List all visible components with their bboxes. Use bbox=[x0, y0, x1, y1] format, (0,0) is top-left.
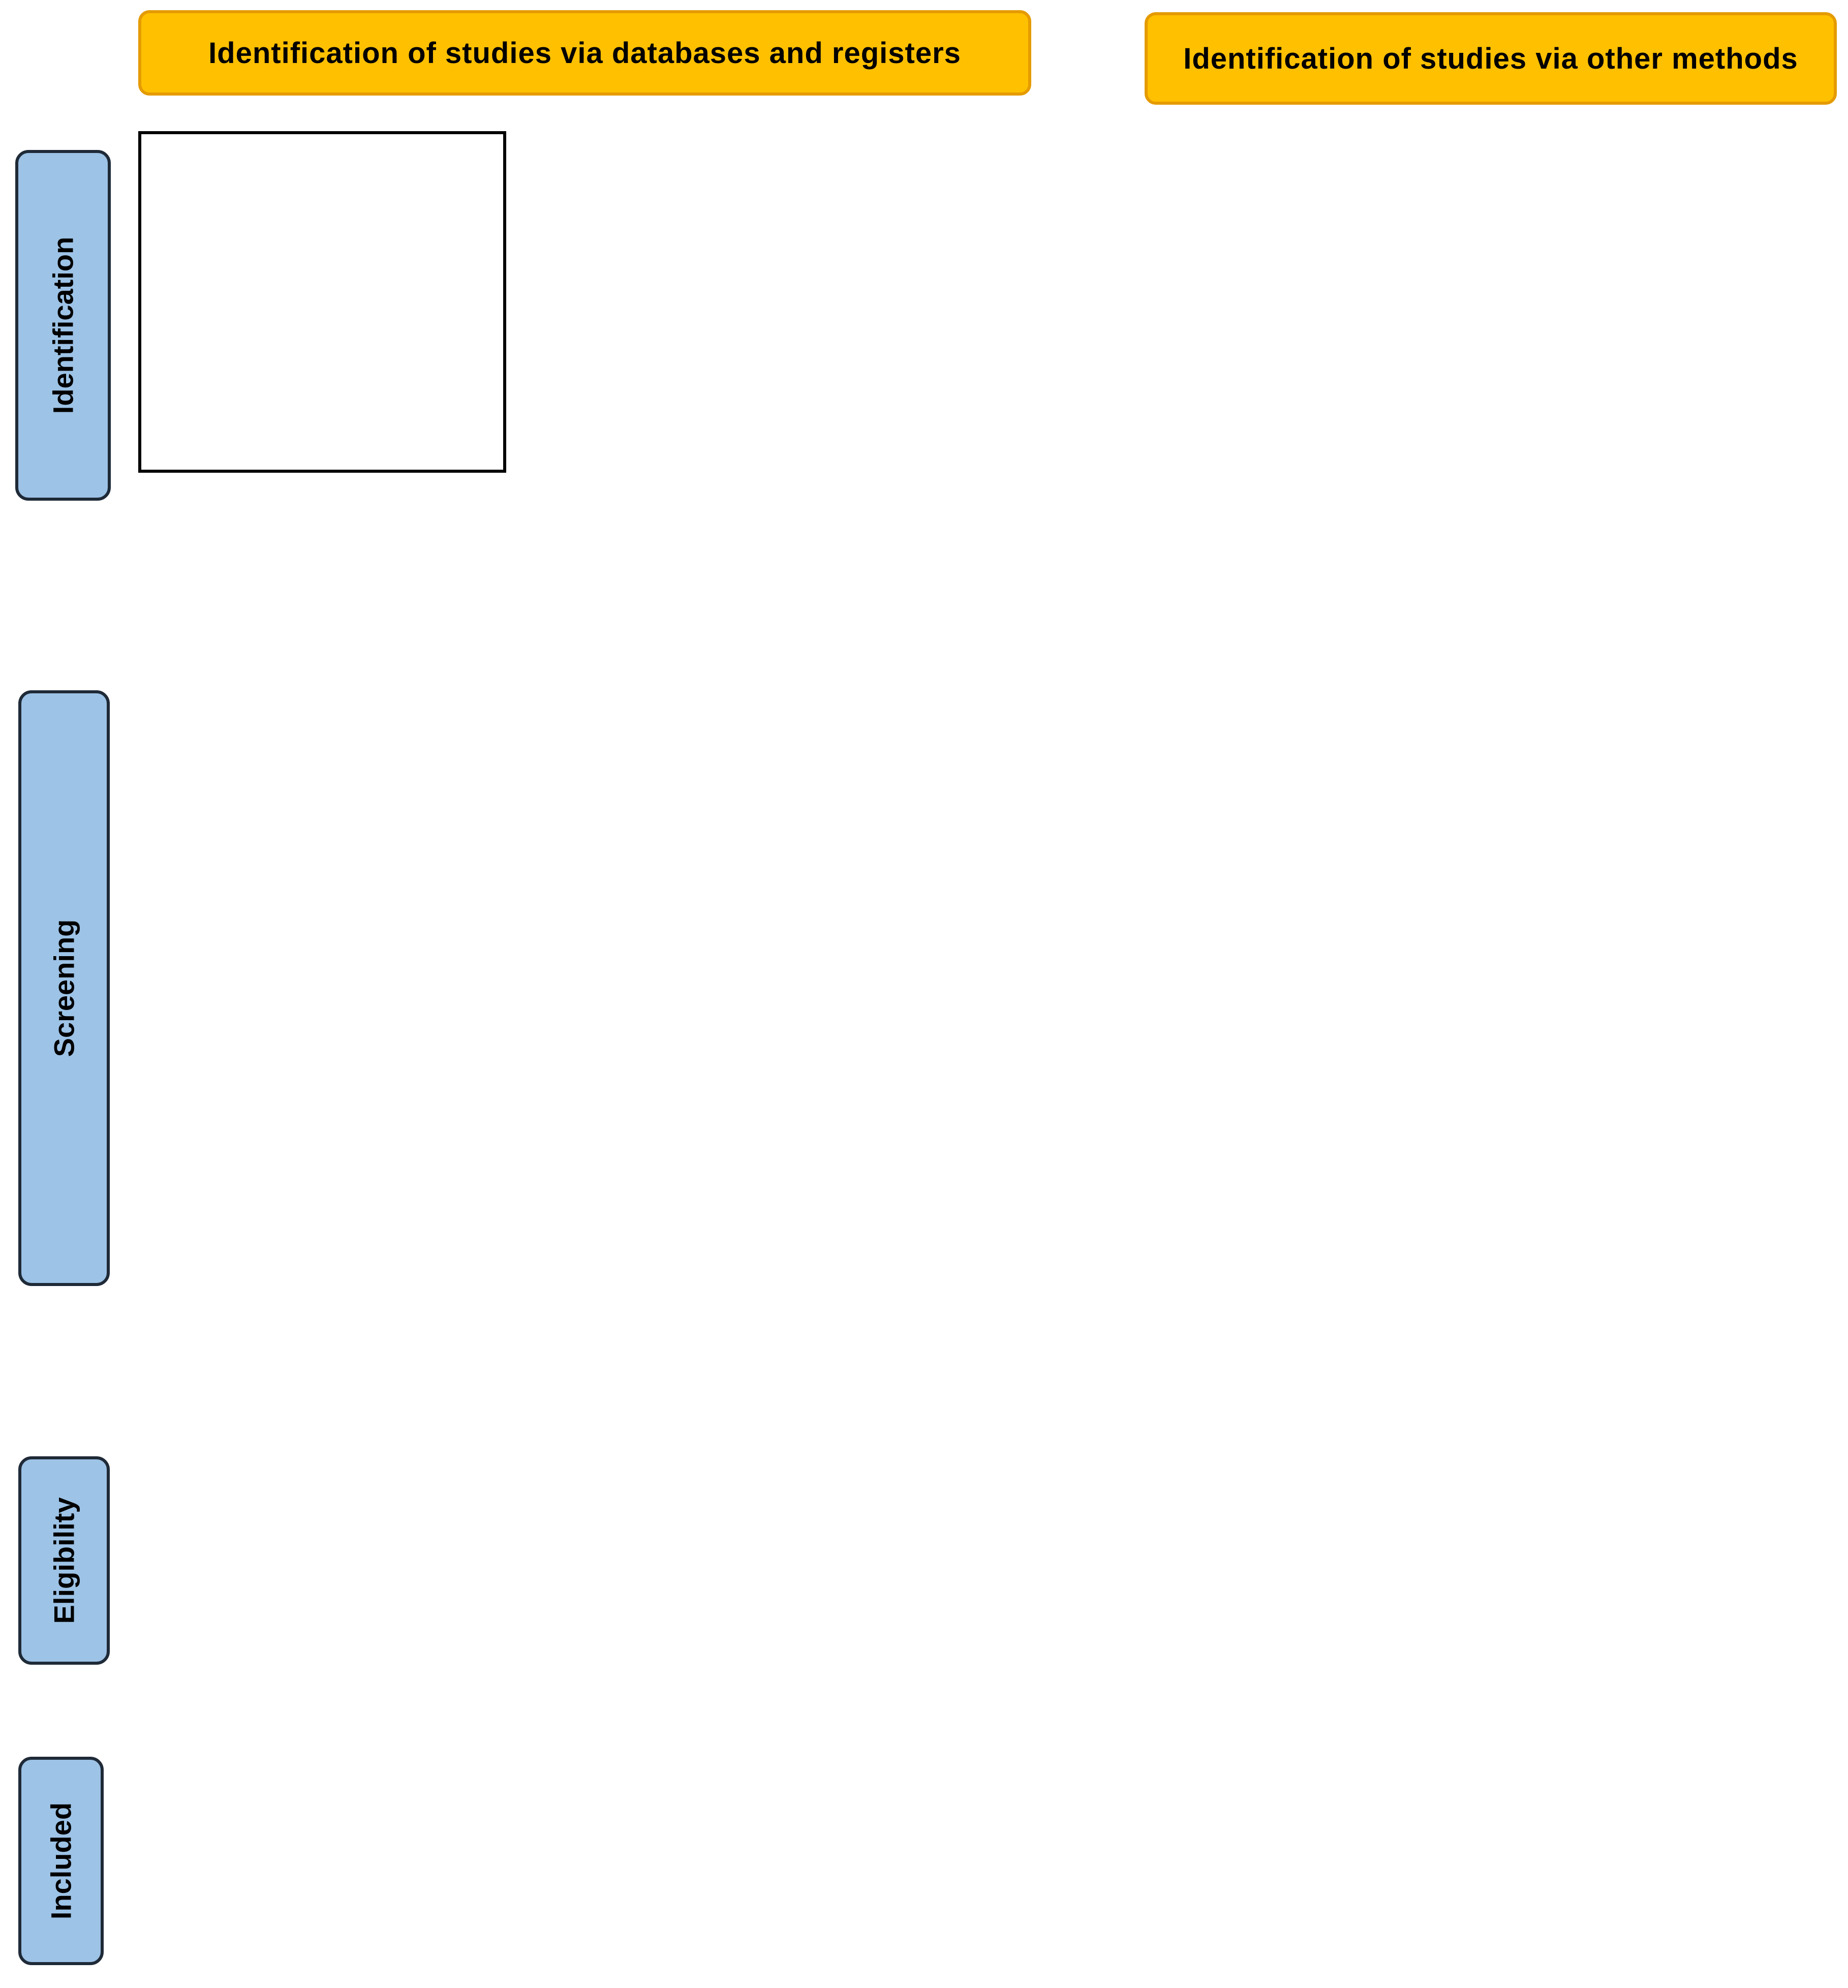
phase-screening-label: Screening bbox=[48, 919, 80, 1057]
header-other-label: Identification of studies via other meth… bbox=[1183, 42, 1798, 75]
header-databases: Identification of studies via databases … bbox=[138, 10, 1031, 96]
header-other-methods: Identification of studies via other meth… bbox=[1145, 12, 1837, 105]
header-databases-label: Identification of studies via databases … bbox=[208, 36, 961, 70]
phase-included-label: Included bbox=[45, 1802, 77, 1920]
phase-screening: Screening bbox=[18, 690, 110, 1286]
phase-identification: Identification bbox=[15, 150, 111, 501]
phase-eligibility: Eligibility bbox=[18, 1456, 110, 1665]
phase-eligibility-label: Eligibility bbox=[48, 1497, 80, 1624]
identified-databases bbox=[138, 131, 506, 473]
phase-identification-label: Identification bbox=[47, 236, 79, 414]
phase-included: Included bbox=[18, 1757, 104, 1965]
